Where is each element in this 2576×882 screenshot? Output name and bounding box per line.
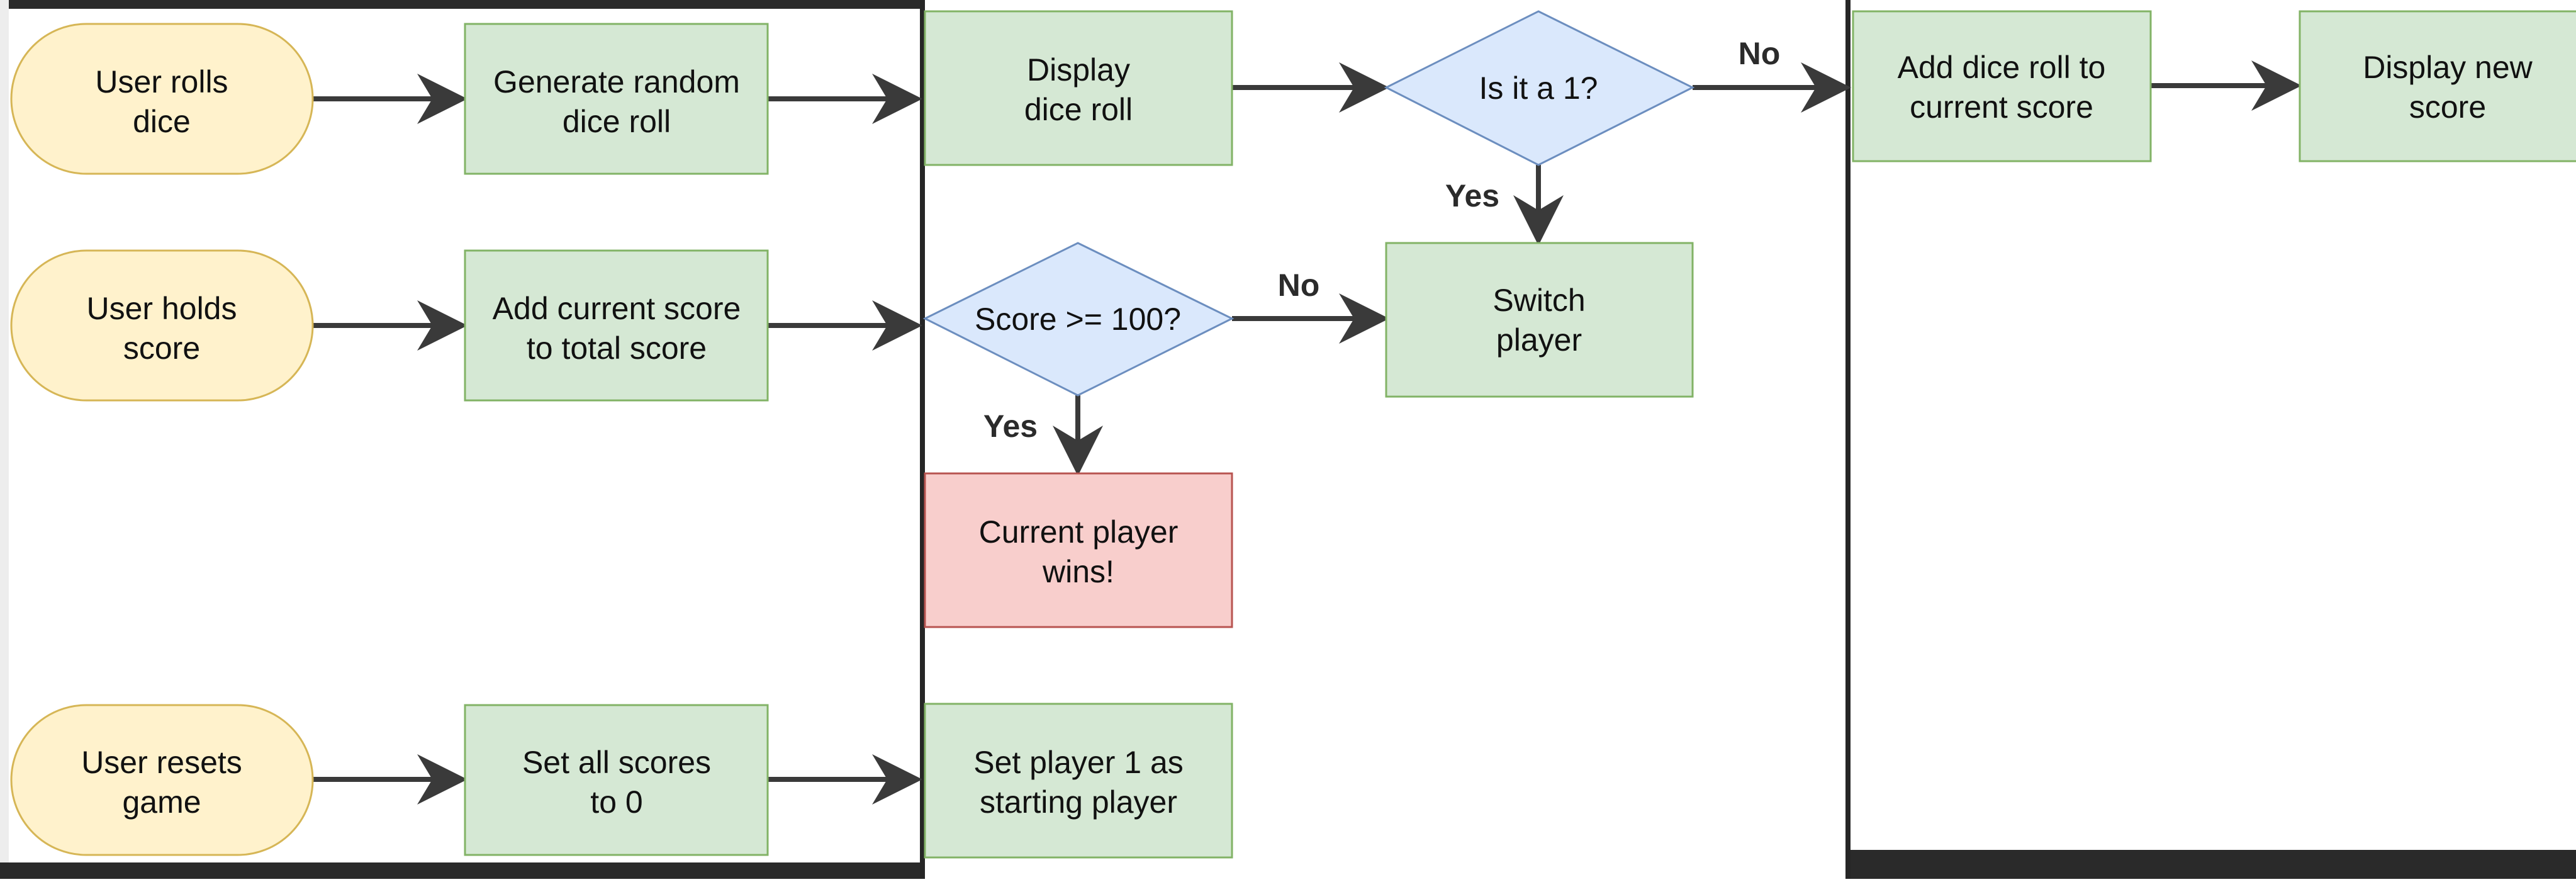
- node-label: Is it a 1?: [1479, 71, 1598, 106]
- bottom-frame-bar-right: [1851, 850, 2576, 879]
- node-label: User resets: [81, 745, 242, 780]
- edge-labels: No Yes No Yes: [983, 36, 1780, 444]
- decision-shape: [922, 242, 1235, 397]
- node-display-new-score: Display new score: [2299, 10, 2576, 162]
- node-label: to 0: [590, 784, 642, 820]
- node-label: current score: [1910, 89, 2093, 125]
- node-label: Add dice roll to: [1898, 50, 2106, 85]
- top-frame-bar: [0, 0, 922, 9]
- terminal-shape: [10, 249, 314, 402]
- node-set-all-scores-to-0: Set all scores to 0: [464, 704, 769, 856]
- node-switch-player: Switch player: [1385, 242, 1694, 398]
- node-label: Switch: [1492, 283, 1585, 318]
- node-label: Display new: [2363, 50, 2533, 85]
- node-label: score: [123, 331, 200, 366]
- process-shape: [464, 23, 769, 175]
- terminal-shape: [10, 23, 314, 175]
- node-label: game: [122, 784, 201, 820]
- edge-label-score-yes: Yes: [983, 409, 1038, 444]
- node-display-dice-roll: Display dice roll: [924, 10, 1233, 166]
- node-score-check: Score >= 100?: [922, 242, 1235, 397]
- edges: [313, 60, 2302, 805]
- node-label: Current player: [979, 514, 1179, 550]
- left-shadow: [0, 0, 9, 879]
- process-shape: [924, 10, 1233, 166]
- node-set-player-1-starting: Set player 1 as starting player: [924, 703, 1233, 859]
- decision-shape: [1384, 10, 1695, 166]
- node-add-dice-roll-to-current-score: Add dice roll to current score: [1852, 10, 2152, 162]
- bottom-frame-bar-left: [0, 862, 922, 879]
- node-user-resets-game: User resets game: [10, 704, 314, 856]
- process-shape: [464, 704, 769, 856]
- node-label: dice roll: [1024, 92, 1133, 127]
- end-shape: [924, 472, 1233, 628]
- process-shape: [1852, 10, 2152, 162]
- edge-label-is1-yes: Yes: [1445, 178, 1499, 213]
- node-user-holds-score: User holds score: [10, 249, 314, 402]
- node-current-player-wins: Current player wins!: [924, 472, 1233, 628]
- node-label: player: [1496, 322, 1582, 358]
- process-shape: [2299, 10, 2576, 162]
- node-label: Generate random: [493, 64, 740, 99]
- edge-label-score-no: No: [1278, 268, 1320, 303]
- process-shape: [1385, 242, 1694, 398]
- node-is-it-a-1: Is it a 1?: [1384, 10, 1695, 166]
- node-label: Set player 1 as: [973, 745, 1184, 780]
- node-label: Add current score: [493, 291, 741, 326]
- edge-label-is1-no: No: [1739, 36, 1781, 71]
- node-add-current-score-to-total: Add current score to total score: [464, 249, 769, 402]
- process-shape: [924, 703, 1233, 859]
- node-label: dice: [133, 104, 191, 139]
- terminal-shape: [10, 704, 314, 856]
- process-shape: [464, 249, 769, 402]
- node-label: User rolls: [95, 64, 228, 99]
- node-user-rolls-dice: User rolls dice: [10, 23, 314, 175]
- node-label: starting player: [980, 784, 1177, 820]
- node-label: Display: [1027, 52, 1130, 88]
- node-label: wins!: [1042, 554, 1114, 589]
- node-label: User holds: [87, 291, 237, 326]
- node-label: dice roll: [563, 104, 671, 139]
- node-label: Set all scores: [522, 745, 711, 780]
- node-label: Score >= 100?: [975, 302, 1181, 337]
- node-label: to total score: [527, 331, 707, 366]
- node-generate-random-dice-roll: Generate random dice roll: [464, 23, 769, 175]
- node-label: score: [2409, 89, 2486, 125]
